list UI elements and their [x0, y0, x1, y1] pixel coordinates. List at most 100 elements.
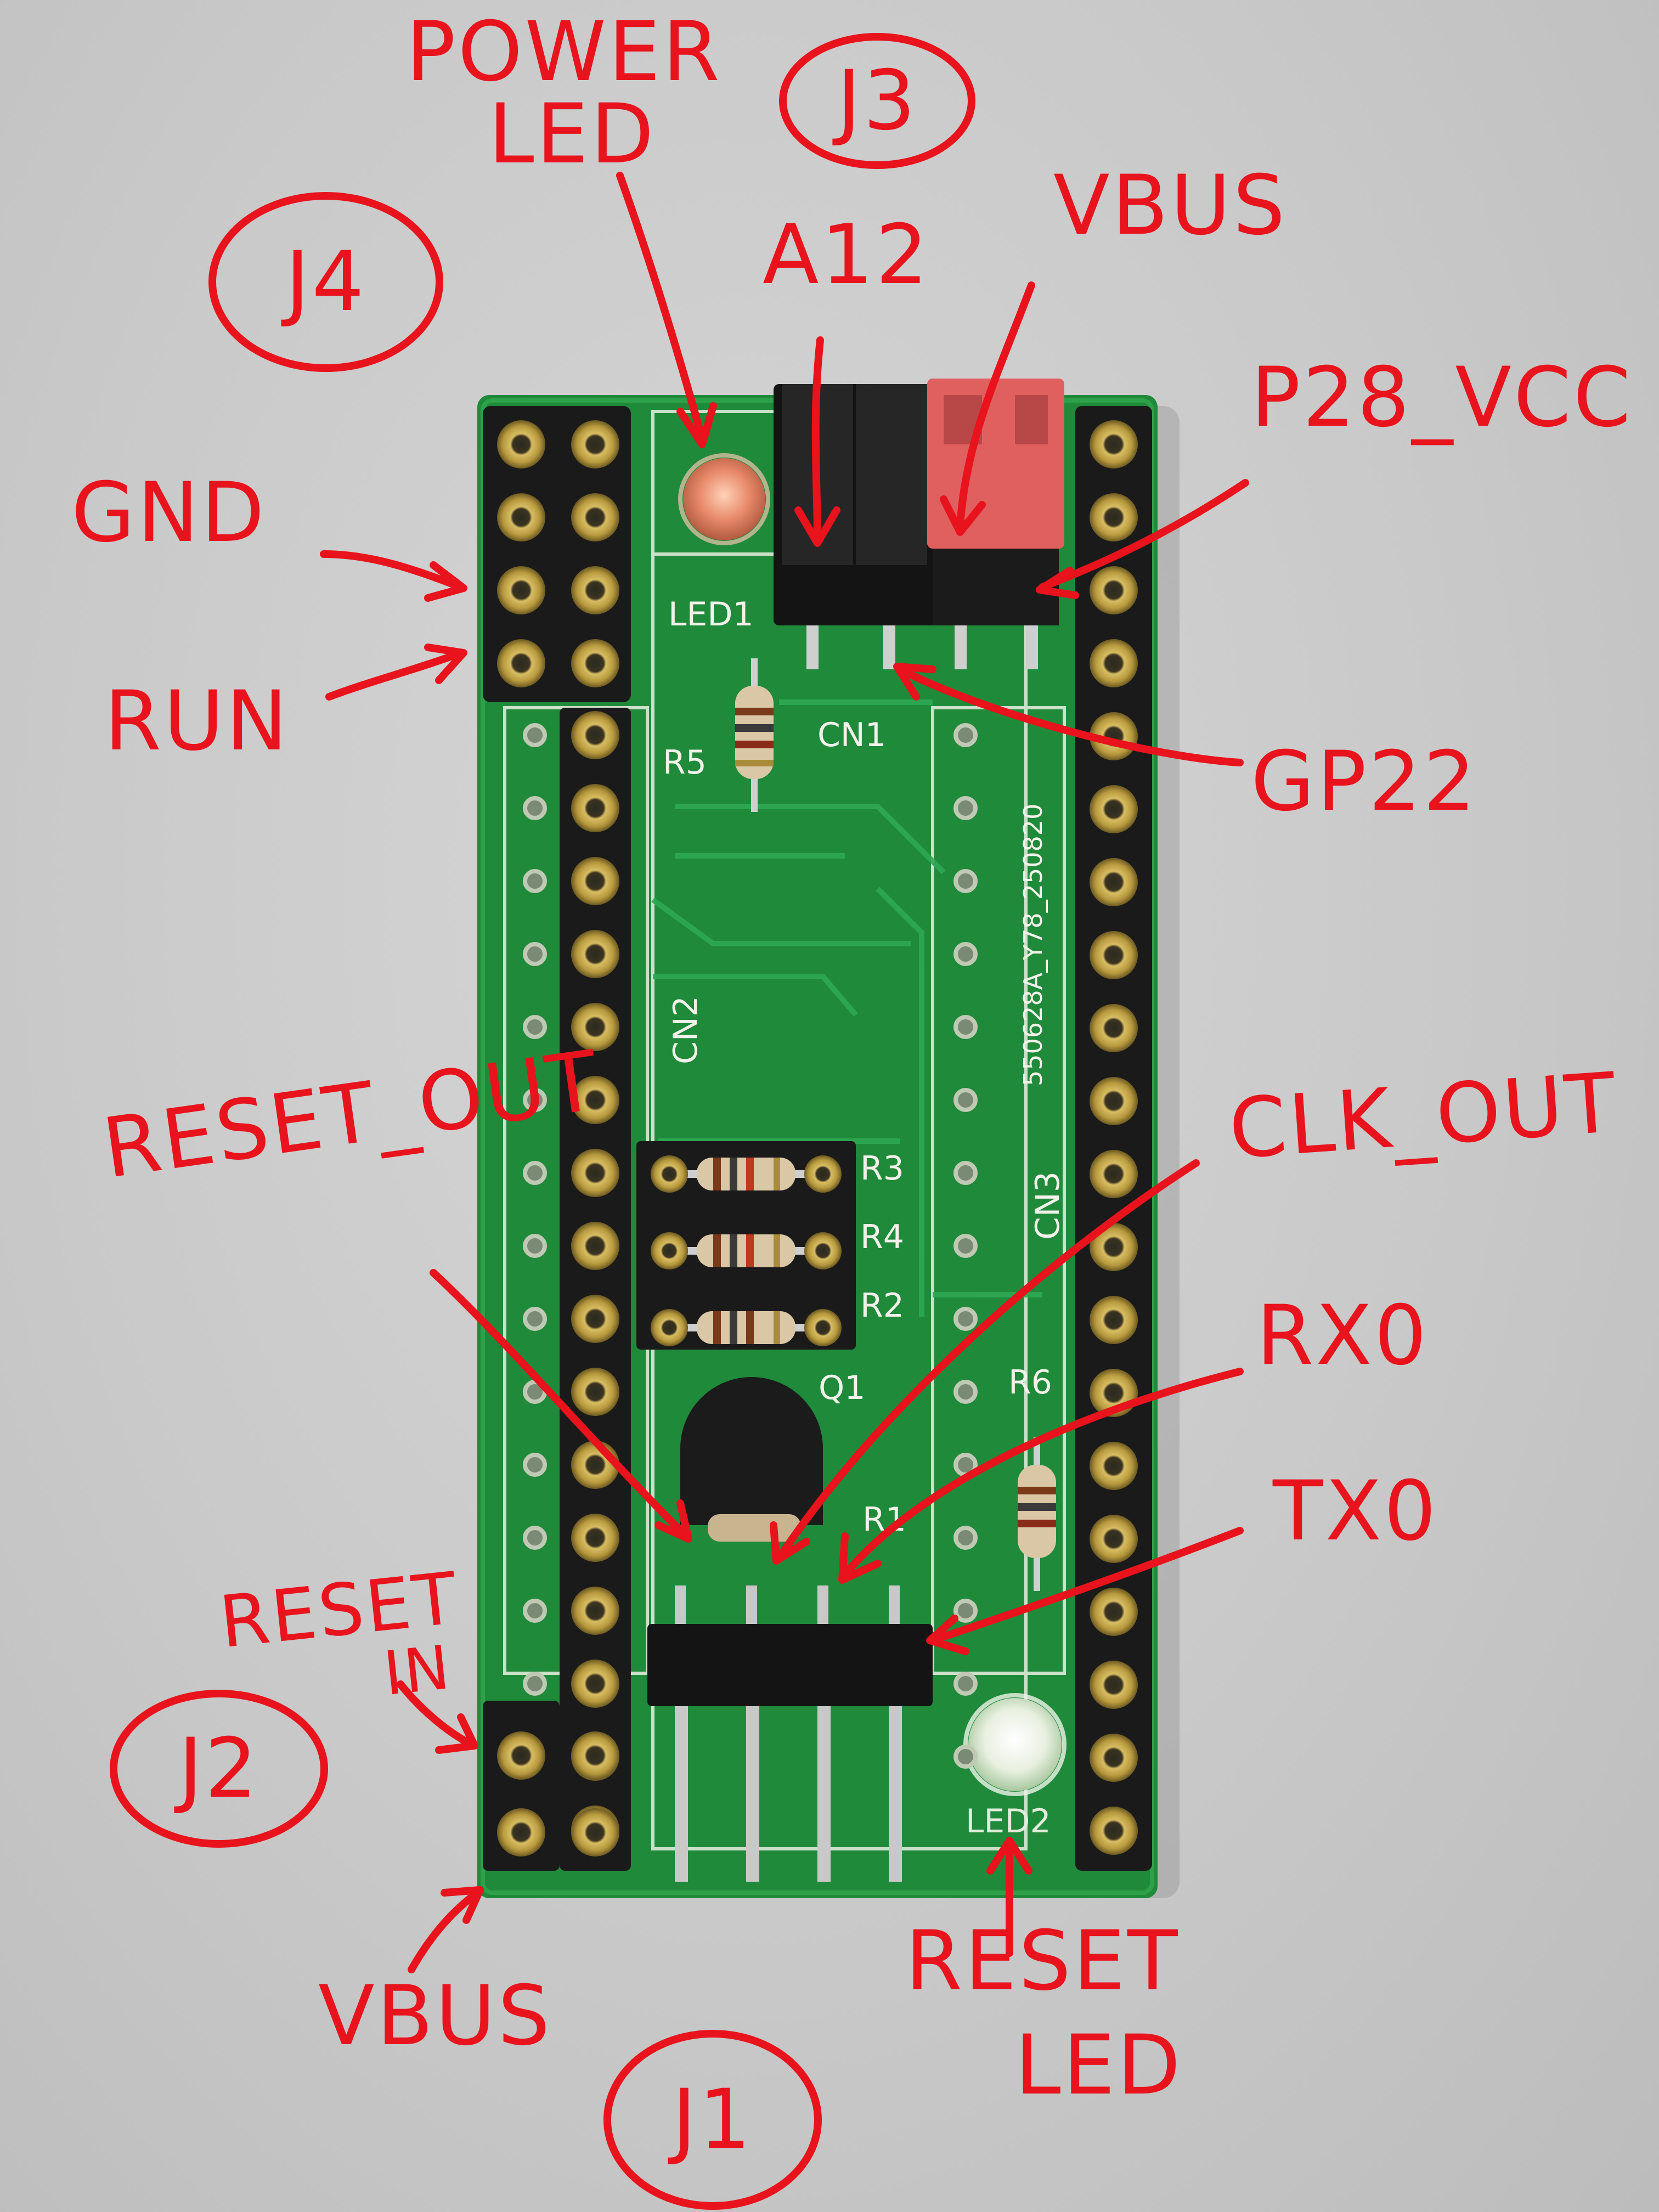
label-led-of-power: LED — [488, 87, 656, 182]
header-pad — [571, 1731, 619, 1780]
header-pad — [1090, 1369, 1138, 1417]
label-gnd: GND — [71, 465, 267, 561]
header-pad — [1090, 1150, 1138, 1198]
header-pad — [571, 1076, 619, 1124]
label-run: RUN — [104, 674, 290, 769]
header-pad — [497, 493, 545, 541]
header-pad — [571, 1003, 619, 1051]
through-hole — [523, 1526, 547, 1550]
label-reset-in-line2: IN — [380, 1632, 455, 1709]
label-tx0: TX0 — [1273, 1464, 1438, 1559]
through-hole — [953, 1453, 978, 1477]
label-reset-led-line1: RESET — [905, 1914, 1180, 2009]
header-pad — [571, 711, 619, 759]
through-hole — [953, 1307, 978, 1331]
label-vbus-top: VBUS — [1053, 158, 1288, 253]
header-pad — [497, 1808, 545, 1857]
header-pad — [571, 784, 619, 832]
through-hole — [953, 1380, 978, 1404]
silk-cn3: CN3 — [1029, 1171, 1067, 1240]
header-pad — [571, 1368, 619, 1416]
label-p28-vcc: P28_VCC — [1251, 350, 1633, 445]
through-hole — [953, 1088, 978, 1112]
through-hole — [523, 1380, 547, 1404]
header-pad — [1090, 493, 1138, 541]
through-hole — [523, 869, 547, 893]
header-pad — [571, 1660, 619, 1708]
through-hole — [953, 1161, 978, 1185]
header-pad — [497, 639, 545, 687]
through-hole — [523, 723, 547, 747]
header-pad — [571, 1514, 619, 1562]
silk-r6: R6 — [1008, 1363, 1052, 1402]
transistor-q1 — [680, 1377, 823, 1525]
header-pad — [1090, 858, 1138, 906]
label-j3: J3 — [779, 33, 975, 169]
header-pad — [571, 1222, 619, 1270]
header-pad — [497, 566, 545, 614]
label-reset-led-line2: LED — [1015, 2018, 1183, 2113]
resistor-pad — [804, 1155, 842, 1193]
header-pad — [1090, 566, 1138, 614]
header-pad — [571, 1808, 619, 1857]
silk-led2: LED2 — [966, 1802, 1051, 1841]
through-hole — [953, 942, 978, 966]
header-pad — [1090, 931, 1138, 979]
through-hole — [953, 1234, 978, 1258]
resistor-pad — [651, 1232, 688, 1269]
silk-r4: R4 — [860, 1218, 904, 1256]
header-pad — [571, 857, 619, 905]
resistor-pad — [651, 1309, 688, 1346]
header-pad — [571, 930, 619, 978]
through-hole — [523, 1161, 547, 1185]
label-power: POWER — [406, 4, 722, 100]
header-pad — [571, 493, 619, 541]
header-pad — [1090, 1661, 1138, 1709]
reset-led — [968, 1698, 1062, 1791]
through-hole — [953, 1526, 978, 1550]
through-hole — [523, 796, 547, 820]
silk-board-id: 550628A_Y78_250820 — [1018, 803, 1048, 1086]
header-pad — [571, 1587, 619, 1635]
header-pad — [1090, 1442, 1138, 1490]
header-pad — [1090, 1004, 1138, 1052]
silk-r2: R2 — [860, 1286, 904, 1325]
header-pad — [1090, 1588, 1138, 1636]
silk-led1: LED1 — [668, 595, 754, 634]
label-j1: J1 — [603, 2030, 822, 2210]
through-hole — [523, 1672, 547, 1696]
through-hole — [523, 1453, 547, 1477]
silk-r1: R1 — [862, 1500, 906, 1539]
through-hole — [953, 1745, 978, 1769]
header-pad — [1090, 1807, 1138, 1855]
silk-cn1: CN1 — [817, 716, 886, 754]
resistor-r5 — [735, 658, 774, 812]
through-hole — [953, 869, 978, 893]
through-hole — [523, 942, 547, 966]
header-pad — [497, 420, 545, 469]
label-gp22: GP22 — [1251, 734, 1478, 830]
header-pad — [1090, 712, 1138, 760]
silk-q1: Q1 — [819, 1369, 866, 1407]
silk-r5: R5 — [663, 743, 707, 782]
header-pad — [571, 1295, 619, 1343]
header-pad — [1090, 639, 1138, 687]
through-hole — [523, 1234, 547, 1258]
through-hole — [953, 1672, 978, 1696]
header-pad — [1090, 1296, 1138, 1344]
header-pad — [1090, 785, 1138, 833]
header-pad — [571, 1149, 619, 1197]
label-j2: J2 — [110, 1690, 328, 1848]
through-hole — [953, 1599, 978, 1623]
header-pad — [1090, 1515, 1138, 1563]
through-hole — [523, 1088, 547, 1112]
resistor-pad — [804, 1309, 842, 1346]
silk-cn2: CN2 — [667, 996, 705, 1064]
through-hole — [523, 1307, 547, 1331]
header-pad — [571, 1441, 619, 1489]
power-led — [683, 458, 765, 540]
header-pad — [1090, 1077, 1138, 1125]
header-pad — [497, 1731, 545, 1780]
label-j4: J4 — [208, 192, 443, 372]
header-pad — [571, 566, 619, 614]
